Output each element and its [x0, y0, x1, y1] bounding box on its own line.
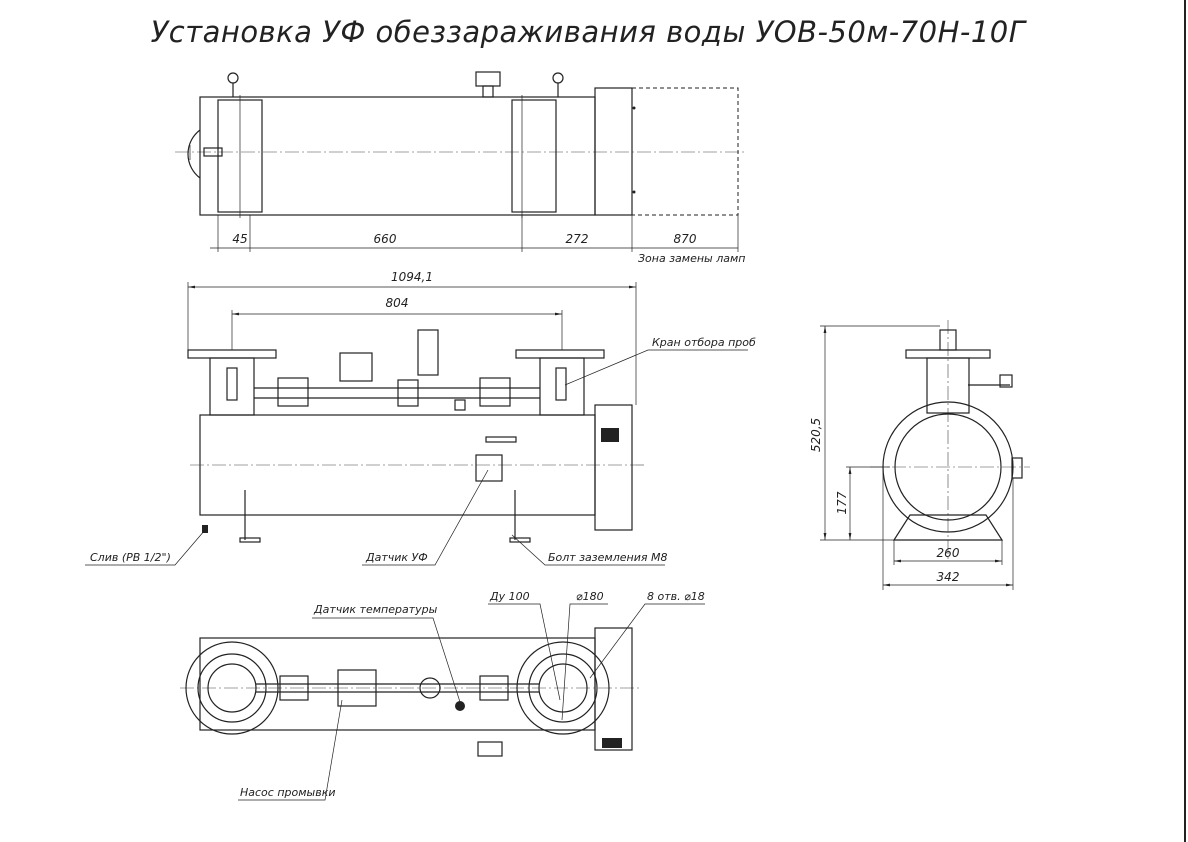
- front-view: 1094,1 804 Кран отбора проб Слив (РВ 1/2…: [85, 270, 756, 566]
- lamp-zone-label: Зона замены ламп: [638, 252, 746, 265]
- bottom-view: Насос промывки Датчик температуры Ду 100…: [180, 590, 705, 801]
- label-sampling-valve: Кран отбора проб: [652, 336, 756, 349]
- label-holes: 8 отв. ⌀18: [647, 590, 705, 603]
- dim-520-5: 520,5: [809, 418, 823, 452]
- label-temp-sensor: Датчик температуры: [313, 603, 438, 616]
- label-uv-sensor: Датчик УФ: [365, 551, 428, 564]
- label-diameter-180: ⌀180: [576, 590, 604, 603]
- dim-804: 804: [386, 296, 409, 310]
- dim-272: 272: [566, 232, 589, 246]
- side-view: 520,5 177 260 342: [809, 320, 1030, 590]
- dim-1094: 1094,1: [391, 270, 433, 284]
- label-flush-pump: Насос промывки: [240, 786, 336, 799]
- dim-870: 870: [674, 232, 697, 246]
- dim-260: 260: [937, 546, 960, 560]
- label-ground-bolt: Болт заземления М8: [548, 551, 667, 564]
- label-dn100: Ду 100: [489, 590, 530, 603]
- dim-45: 45: [232, 232, 247, 246]
- label-drain: Слив (РВ 1/2"): [90, 551, 171, 564]
- top-view: 45 660 272 870 Зона замены ламп: [175, 71, 746, 265]
- dim-177: 177: [835, 491, 849, 514]
- dim-342: 342: [937, 570, 960, 584]
- drawing-title: Установка УФ обеззараживания воды УОВ-50…: [151, 15, 1028, 49]
- dim-660: 660: [374, 232, 397, 246]
